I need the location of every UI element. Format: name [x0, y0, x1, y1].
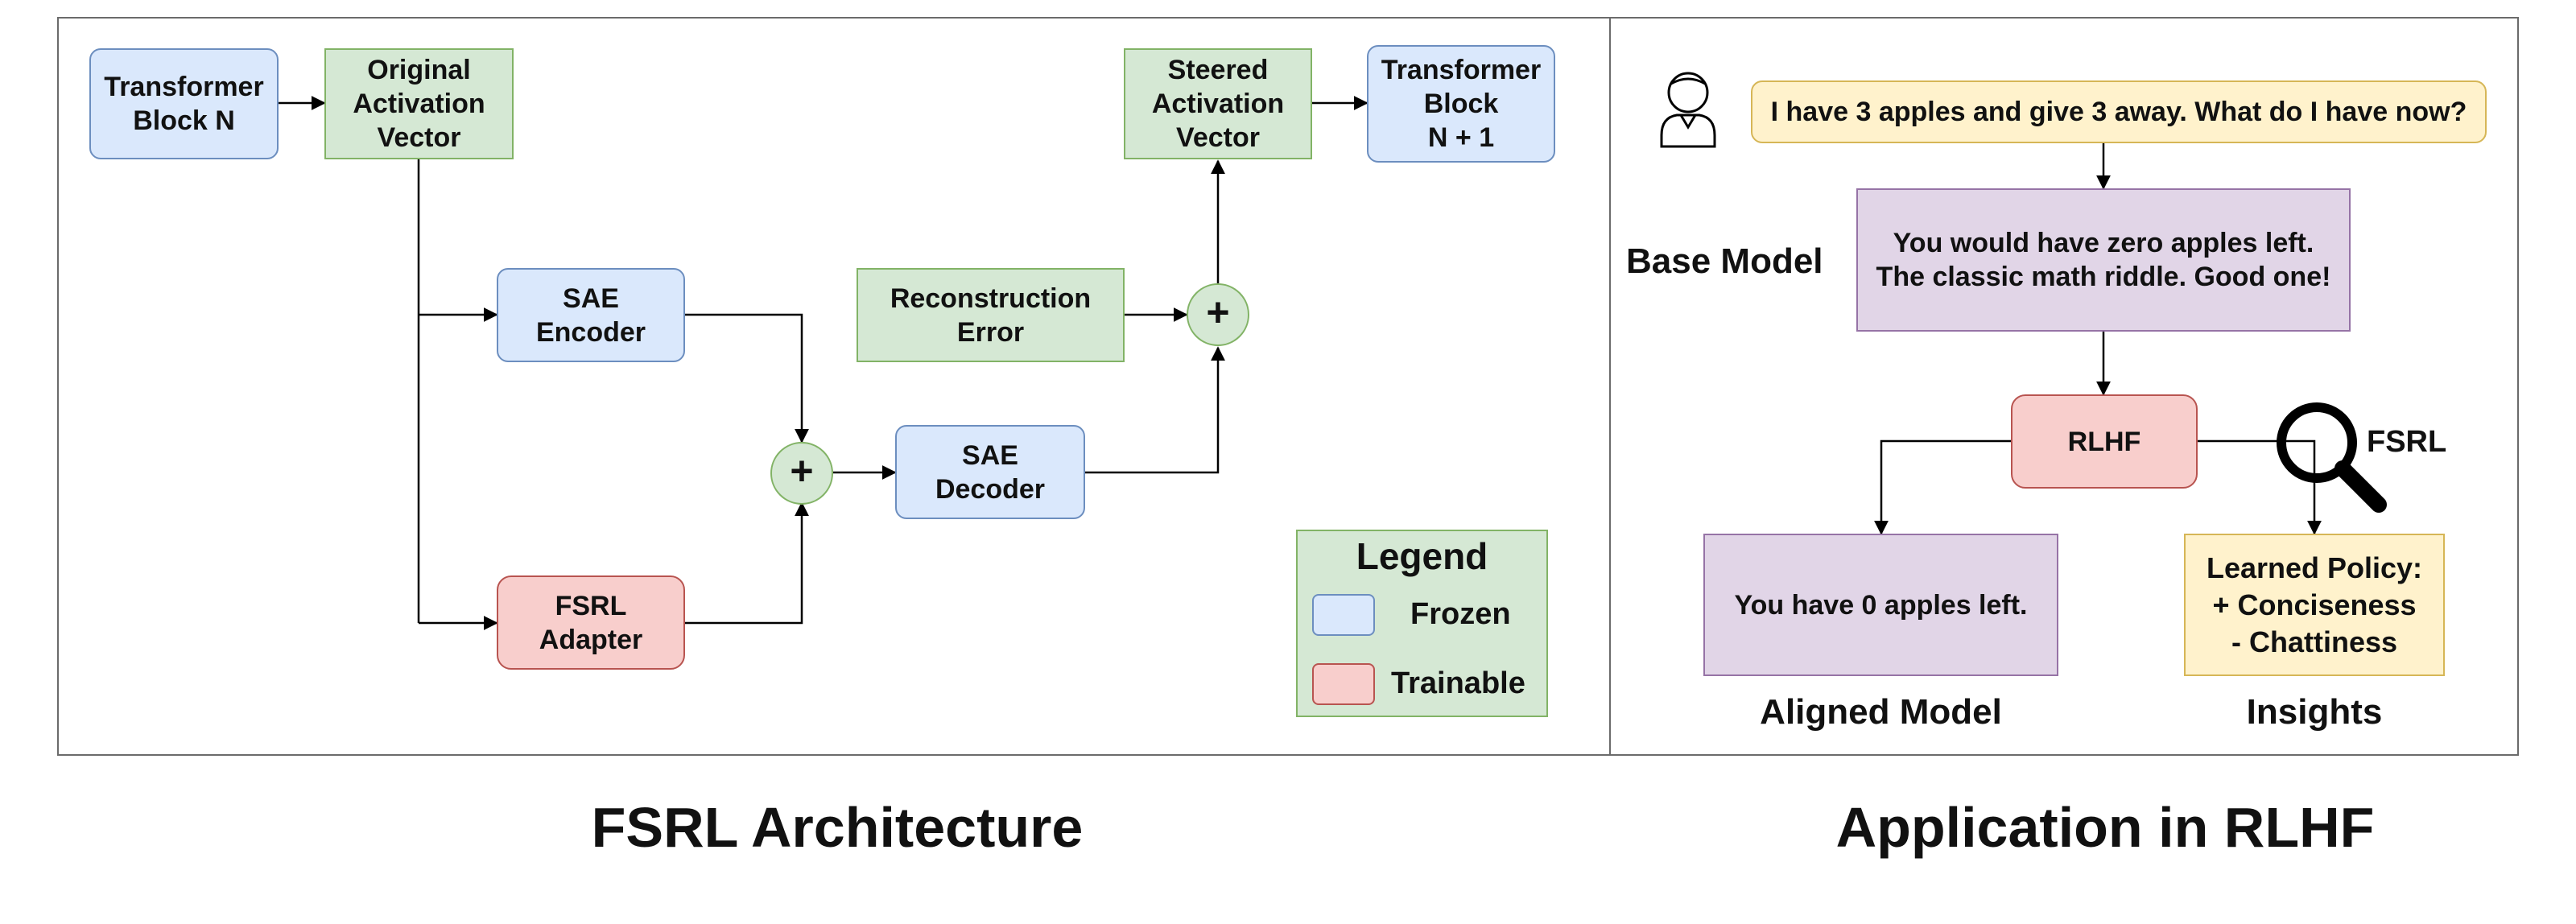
fsrl-adapter: FSRL Adapter	[497, 575, 685, 670]
legend-label-trainable: Trainable	[1391, 666, 1525, 700]
arrow-rlhf-to-insights	[2198, 439, 2322, 535]
prompt-box: I have 3 apples and give 3 away. What do…	[1751, 80, 2487, 143]
user-icon	[1654, 64, 1719, 153]
sum-node-2: +	[1187, 283, 1249, 346]
sae-decoder: SAE Decoder	[895, 425, 1085, 519]
aligned-model-response: You have 0 apples left.	[1703, 534, 2058, 676]
insights-box: Learned Policy: + Conciseness - Chattine…	[2184, 534, 2445, 676]
sae-encoder: SAE Encoder	[497, 268, 685, 362]
application-panel-frame	[1609, 17, 2519, 756]
legend-title: Legend	[1356, 535, 1488, 577]
architecture-caption: FSRL Architecture	[591, 796, 1084, 859]
reconstruction-error: Reconstruction Error	[857, 268, 1125, 362]
arrow-rlhf-to-aligned	[1874, 439, 2011, 535]
original-activation-vector: Original Activation Vector	[324, 48, 514, 159]
magnifying-glass-icon	[2277, 402, 2387, 513]
legend: Legend Frozen Trainable	[1296, 530, 1548, 717]
sum-node-1: +	[770, 442, 833, 505]
steered-activation-vector: Steered Activation Vector	[1124, 48, 1312, 159]
rlhf-box: RLHF	[2011, 394, 2198, 489]
fsrl-probe-label: FSRL	[2367, 425, 2447, 459]
base-model-response: You would have zero apples left. The cla…	[1856, 188, 2351, 332]
arrow-encoder-to-plus	[685, 313, 809, 443]
insights-label: Insights	[2246, 692, 2383, 732]
base-model-label: Base Model	[1626, 241, 1823, 281]
transformer-block-n-plus-1: Transformer Block N + 1	[1367, 45, 1555, 163]
arrow-decoder-to-plus	[1085, 346, 1225, 474]
transformer-block-n: Transformer Block N	[89, 48, 279, 159]
aligned-model-label: Aligned Model	[1760, 692, 2002, 732]
legend-label-frozen: Frozen	[1410, 597, 1511, 631]
legend-swatch-trainable	[1312, 663, 1375, 705]
application-caption: Application in RLHF	[1835, 796, 2375, 859]
legend-swatch-frozen	[1312, 594, 1375, 636]
arrow-adapter-to-plus	[685, 501, 809, 625]
